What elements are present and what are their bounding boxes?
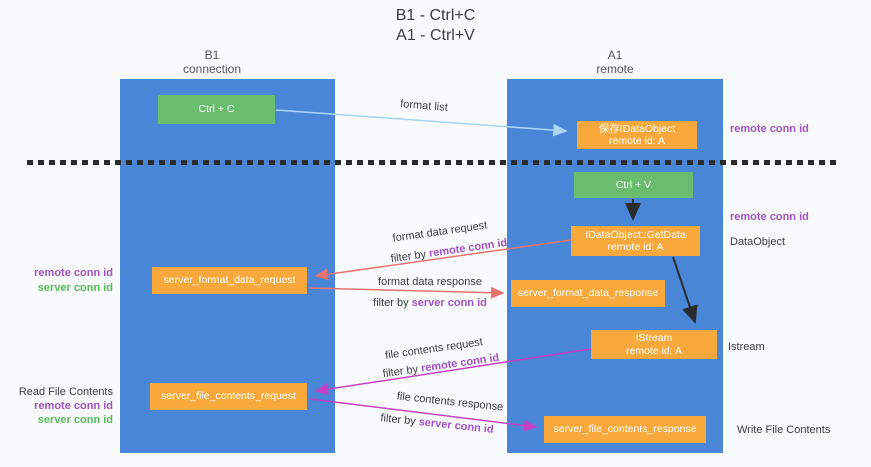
ctrl-c-label: Ctrl + C xyxy=(198,103,235,116)
left-read-file-contents-label: Read File Contents xyxy=(18,386,113,398)
getdata-line2: remote id: A xyxy=(607,241,664,253)
label-file-contents-response: file contents response xyxy=(396,390,504,414)
istream-line1: IStream xyxy=(635,332,673,344)
diagram-title: B1 - Ctrl+C A1 - Ctrl+V xyxy=(0,6,871,46)
node-idataobject-getdata: IDataObject::GetData remote id: A xyxy=(571,226,700,256)
title-line-2: A1 - Ctrl+V xyxy=(396,27,475,44)
node-ctrl-v: Ctrl + V xyxy=(574,172,693,198)
format-request-label: server_format_data_request xyxy=(163,274,296,287)
file-request-label: server_file_contents_request xyxy=(161,390,296,403)
getdata-line1: IDataObject::GetData xyxy=(585,228,686,241)
node-save-idataobject: 保存IDataObject remote id: A xyxy=(577,121,697,149)
node-istream: IStream remote id: A xyxy=(591,330,717,359)
title-line-1: B1 - Ctrl+C xyxy=(395,7,476,24)
filter-by-text: filter by xyxy=(382,363,419,381)
phase-separator-dashed-line xyxy=(27,160,836,165)
node-ctrl-c: Ctrl + C xyxy=(158,95,275,124)
lane-a1-name: A1 xyxy=(607,48,623,62)
right-istream-label: Istream xyxy=(728,341,765,353)
format-response-label: server_format_data_response xyxy=(517,287,659,300)
istream-line2: remote id: A xyxy=(625,344,683,357)
file-response-label: server_file_contents_response xyxy=(553,423,697,436)
left-remote-conn-id-bottom: remote conn id xyxy=(34,400,113,412)
node-server-format-data-request: server_format_data_request xyxy=(152,267,307,294)
right-remote-conn-id-top: remote conn id xyxy=(730,123,809,135)
node-server-file-contents-response: server_file_contents_response xyxy=(544,416,706,443)
left-remote-conn-id-mid: remote conn id xyxy=(34,267,113,279)
node-server-format-data-response: server_format_data_response xyxy=(511,280,665,307)
server-conn-id-text: server conn id xyxy=(411,297,487,309)
label-filter-server-1: filter by server conn id xyxy=(373,297,487,309)
right-remote-conn-id-mid: remote conn id xyxy=(730,211,809,223)
right-dataobject-label: DataObject xyxy=(730,236,786,248)
save-idataobject-line2: remote id: A xyxy=(608,135,666,147)
lane-a1-subtitle: remote xyxy=(596,62,634,76)
lane-b1-name: B1 xyxy=(204,48,220,62)
lane-header-a1: A1 remote xyxy=(555,48,675,76)
save-idataobject-line1: 保存IDataObject xyxy=(598,122,676,135)
format-data-response-arrow xyxy=(308,286,505,299)
remote-conn-id-text: remote conn id xyxy=(428,236,508,260)
node-server-file-contents-request: server_file_contents_request xyxy=(150,383,307,410)
server-conn-id-text: server conn id xyxy=(418,416,495,436)
label-format-list: format list xyxy=(399,98,449,114)
label-filter-server-2: filter by server conn id xyxy=(380,412,494,436)
right-write-file-contents-label: Write File Contents xyxy=(737,424,831,436)
filter-by-text: filter by xyxy=(390,248,427,266)
left-server-conn-id-bottom: server conn id xyxy=(37,414,113,426)
filter-by-text: filter by xyxy=(379,412,417,428)
lane-header-b1: B1 connection xyxy=(152,48,272,76)
lane-b1-subtitle: connection xyxy=(182,62,242,76)
filter-by-text: filter by xyxy=(373,297,409,309)
ctrl-v-label: Ctrl + V xyxy=(615,178,652,191)
label-format-data-response: format data response xyxy=(378,276,482,288)
left-server-conn-id-mid: server conn id xyxy=(37,282,113,294)
